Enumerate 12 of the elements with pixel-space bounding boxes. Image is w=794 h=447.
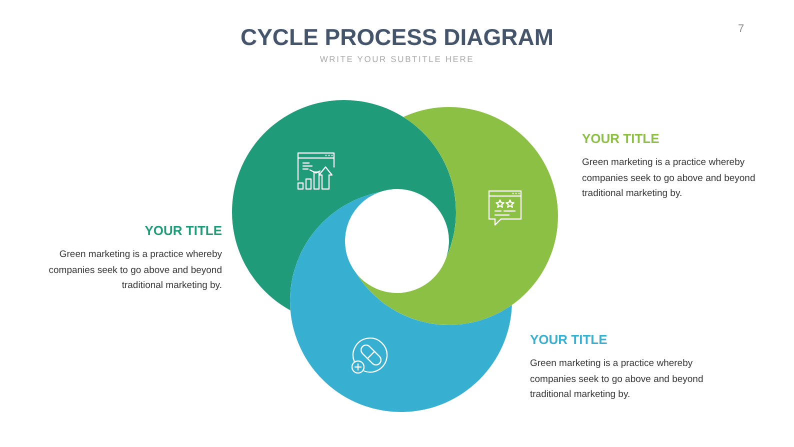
slide-subtitle: WRITE YOUR SUBTITLE HERE [320,54,474,64]
slide-title: CYCLE PROCESS DIAGRAM [240,23,554,51]
page-number: 7 [738,23,744,36]
section-heading: YOUR TITLE [144,223,222,239]
cycle-segment [232,100,456,310]
section-heading: YOUR TITLE [582,131,660,147]
section-heading: YOUR TITLE [530,332,608,348]
section-description: Green marketing is a practice whereby companies seek to go above and beyond traditional marketing by. [582,156,756,201]
section-description: Green marketing is a practice whereby companies seek to go above and beyond traditional marketing by. [48,248,222,293]
cycle-segment [356,107,558,325]
cycle-segment [290,192,512,412]
section-description: Green marketing is a practice whereby companies seek to go above and beyond traditional marketing by. [530,357,704,402]
